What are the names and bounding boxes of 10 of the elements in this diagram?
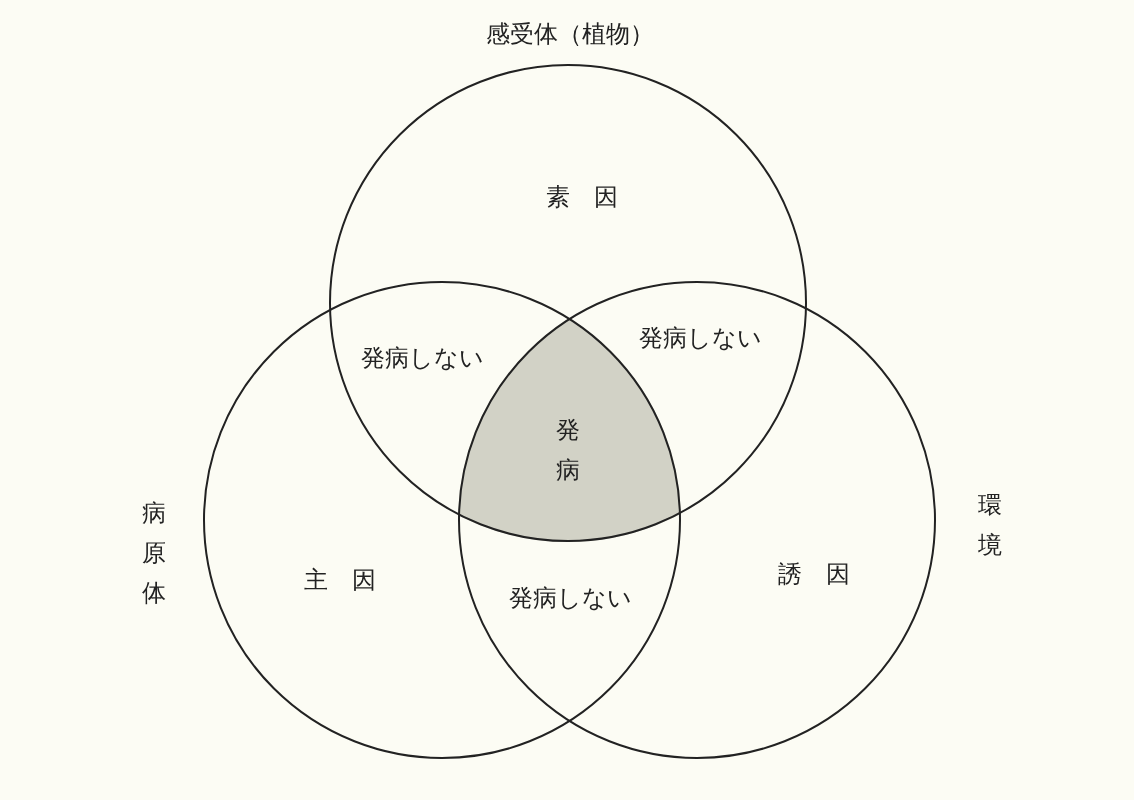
region-label: 発病しない xyxy=(638,323,762,353)
region-label: 発病しない xyxy=(508,583,632,613)
region-label: 発病 xyxy=(556,415,580,486)
region-label: 主因 xyxy=(304,565,400,595)
circle-heading: 感受体（植物） xyxy=(486,19,654,49)
circle-heading: 環境 xyxy=(978,490,1002,561)
region-label: 誘因 xyxy=(778,559,874,589)
region-label: 素因 xyxy=(546,182,642,212)
region-label: 発病しない xyxy=(360,343,484,373)
circle-heading: 病原体 xyxy=(142,498,166,609)
